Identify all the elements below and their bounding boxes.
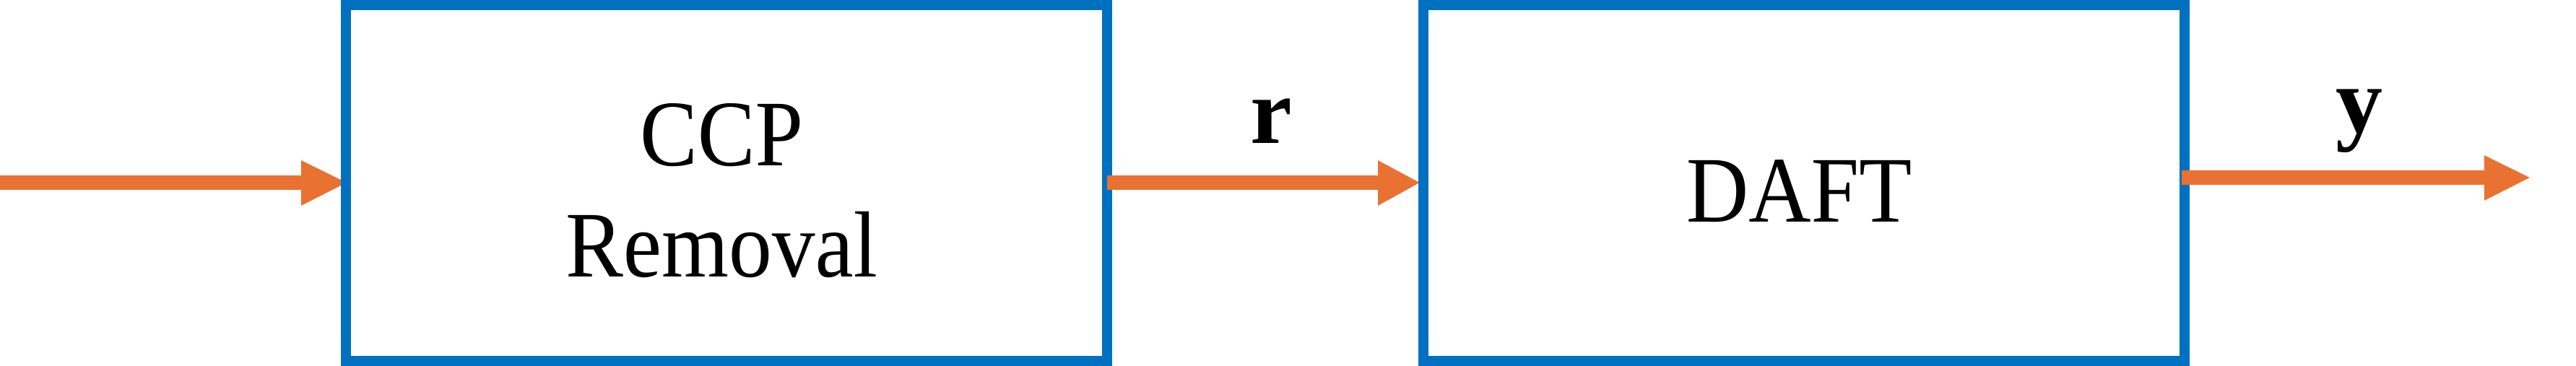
daft-label: DAFT <box>1686 139 1912 243</box>
signal-r-arrow <box>1107 160 1420 206</box>
ccp-removal-label-line2: Removal <box>565 193 877 297</box>
ccp-removal-label-line1: CCP <box>639 82 804 186</box>
output-y-arrow <box>2182 155 2530 201</box>
input-arrow <box>0 160 347 206</box>
daft-block: DAFT <box>1418 0 2190 366</box>
ccp-removal-block: CCP Removal <box>341 0 1112 366</box>
signal-r-label: r <box>1250 60 1292 164</box>
signal-y-label: y <box>2336 49 2382 153</box>
